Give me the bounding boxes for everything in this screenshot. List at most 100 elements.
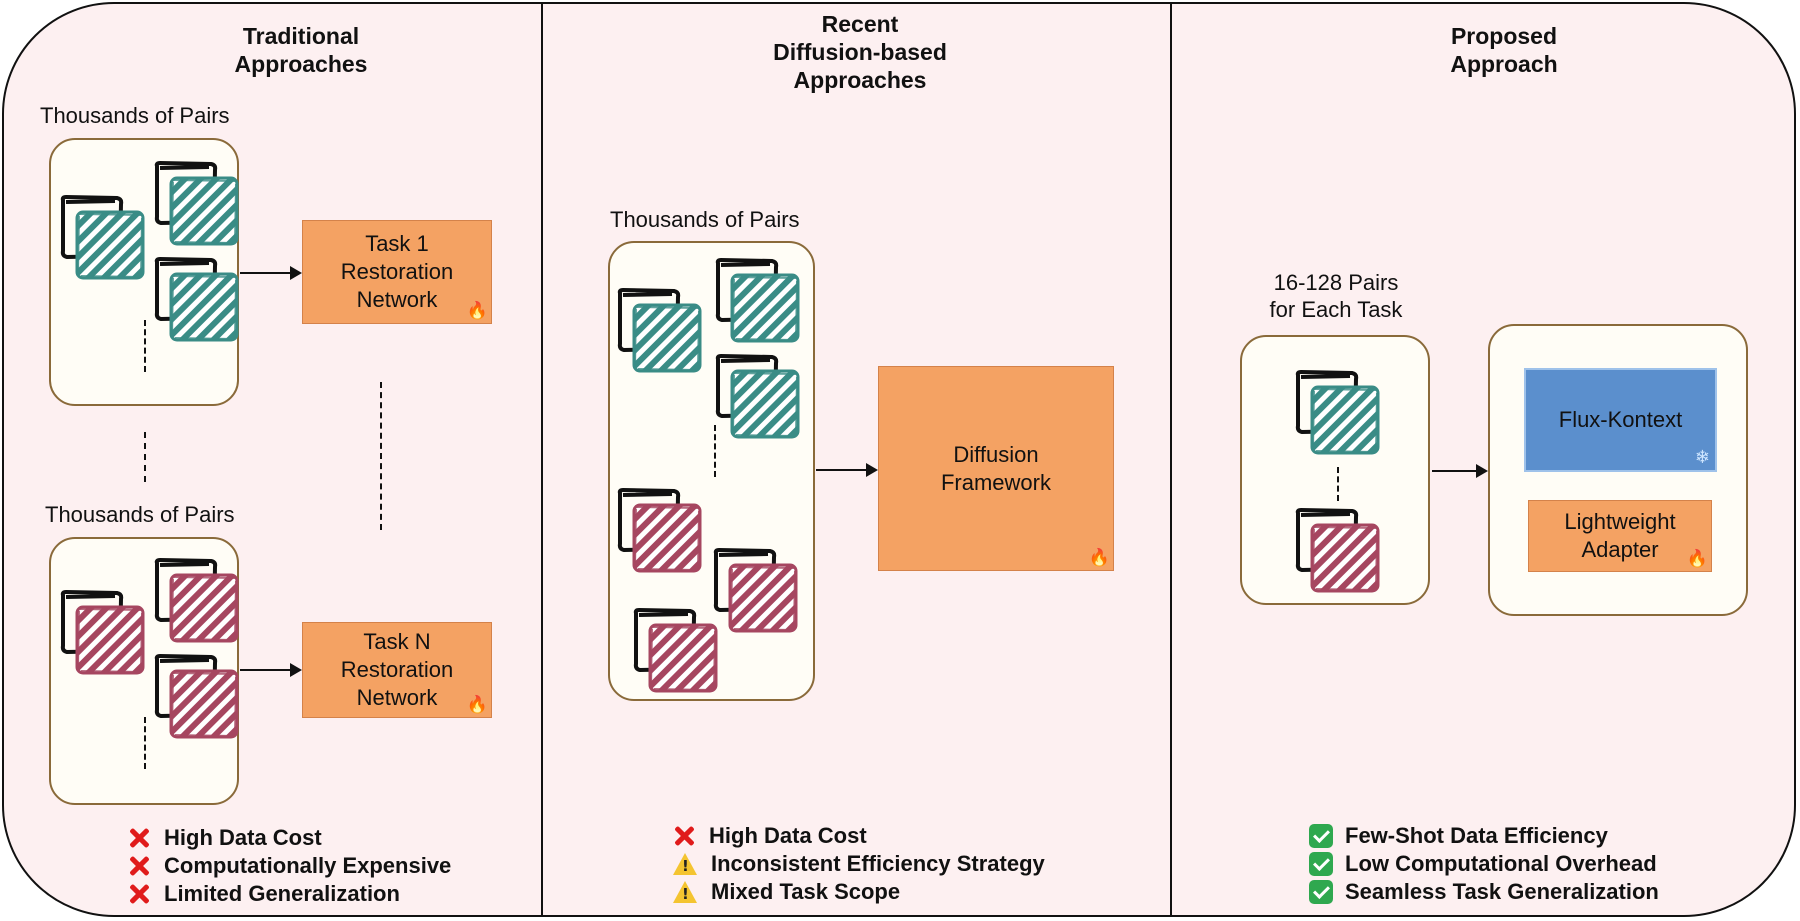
traditional-bottom-data-card bbox=[49, 537, 239, 805]
warning-icon bbox=[673, 881, 697, 903]
restored-image-square bbox=[1310, 385, 1380, 455]
snowflake-icon: ❄ bbox=[1694, 447, 1710, 467]
restored-image-square bbox=[75, 210, 145, 280]
sketch-outline bbox=[1312, 526, 1378, 591]
traditional-bottom-pairs-label: Thousands of Pairs bbox=[45, 502, 235, 527]
bullet-item: High Data Cost bbox=[126, 824, 451, 852]
flux-kontext-box: Flux-Kontext ❄ bbox=[1524, 368, 1717, 472]
check-icon bbox=[1309, 824, 1333, 848]
restored-image-square bbox=[1310, 523, 1380, 593]
check-icon bbox=[1309, 880, 1333, 904]
bullet-item: Few-Shot Data Efficiency bbox=[1309, 822, 1659, 850]
bullet-item: Limited Generalization bbox=[126, 880, 451, 908]
restored-image-square bbox=[169, 573, 239, 643]
traditional-top-data-card bbox=[49, 138, 239, 406]
bullet-item: Seamless Task Generalization bbox=[1309, 878, 1659, 906]
warning-icon bbox=[673, 853, 697, 875]
proposed-title: Proposed Approach bbox=[1450, 23, 1558, 77]
image-pair bbox=[1295, 370, 1380, 455]
taskN-network-box: Task N Restoration Network 🔥 bbox=[302, 622, 492, 718]
diffusion-framework-label: Diffusion Framework bbox=[940, 441, 1051, 495]
taskN-network-label: Task N Restoration Network bbox=[340, 629, 454, 710]
sketch-outline bbox=[171, 576, 237, 641]
image-pair bbox=[617, 288, 702, 373]
restored-image-square bbox=[632, 503, 702, 573]
sketch-outline bbox=[730, 566, 796, 631]
restored-image-square bbox=[648, 623, 718, 693]
flux-kontext-label: Flux-Kontext bbox=[1558, 407, 1683, 432]
bullet-item: High Data Cost bbox=[671, 822, 1045, 850]
flame-icon: 🔥 bbox=[466, 301, 488, 320]
restored-image-square bbox=[169, 176, 239, 246]
cross-icon bbox=[126, 853, 152, 879]
image-pair bbox=[154, 257, 239, 342]
sketch-outline bbox=[77, 608, 143, 673]
sketch-outline bbox=[650, 626, 716, 691]
traditional-top-pairs-label: Thousands of Pairs bbox=[40, 103, 230, 128]
diffusion-data-card bbox=[608, 241, 815, 701]
image-pair bbox=[633, 608, 718, 693]
panel-divider-right bbox=[1170, 4, 1172, 915]
ellipsis-dashed-line bbox=[144, 320, 146, 372]
lightweight-adapter-box: Lightweight Adapter 🔥 bbox=[1528, 500, 1712, 572]
bullet-item: Mixed Task Scope bbox=[671, 878, 1045, 906]
restored-image-square bbox=[169, 272, 239, 342]
image-pair bbox=[60, 195, 145, 280]
sketch-outline bbox=[634, 506, 700, 571]
bullet-item: Computationally Expensive bbox=[126, 852, 451, 880]
image-pair bbox=[715, 258, 800, 343]
cross-icon bbox=[126, 825, 152, 851]
cross-icon bbox=[126, 881, 152, 907]
sketch-outline bbox=[634, 306, 700, 371]
ellipsis-dashed-line bbox=[714, 425, 716, 477]
task1-network-box: Task 1 Restoration Network 🔥 bbox=[302, 220, 492, 324]
sketch-outline bbox=[732, 276, 798, 341]
bullet-item: Inconsistent Efficiency Strategy bbox=[671, 850, 1045, 878]
bullet-item: Low Computational Overhead bbox=[1309, 850, 1659, 878]
image-pair bbox=[60, 590, 145, 675]
arrow-to-taskN bbox=[240, 663, 302, 677]
diffusion-title: Recent Diffusion-based Approaches bbox=[773, 11, 947, 93]
sketch-outline bbox=[171, 672, 237, 737]
image-pair bbox=[715, 354, 800, 439]
task1-network-label: Task 1 Restoration Network bbox=[340, 231, 454, 312]
flame-icon: 🔥 bbox=[1088, 548, 1110, 567]
image-pair bbox=[154, 161, 239, 246]
flame-icon: 🔥 bbox=[466, 695, 488, 714]
sketch-outline bbox=[732, 372, 798, 437]
restored-image-square bbox=[728, 563, 798, 633]
restored-image-square bbox=[730, 273, 800, 343]
ellipsis-dashed-line bbox=[1337, 467, 1339, 501]
restored-image-square bbox=[632, 303, 702, 373]
panel-divider-left bbox=[541, 4, 543, 915]
arrow-to-diffusion bbox=[816, 463, 878, 477]
arrow-to-proposed-model bbox=[1432, 464, 1488, 478]
proposed-bullets: Few-Shot Data Efficiency Low Computation… bbox=[1309, 822, 1659, 906]
traditional-bullets: High Data Cost Computationally Expensive… bbox=[126, 824, 451, 908]
image-pair bbox=[154, 654, 239, 739]
sketch-outline bbox=[1312, 388, 1378, 453]
sketch-outline bbox=[171, 179, 237, 244]
image-pair bbox=[617, 488, 702, 573]
proposed-model-card: Flux-Kontext ❄ Lightweight Adapter 🔥 bbox=[1488, 324, 1748, 616]
group-separator-dashed-line bbox=[144, 432, 146, 482]
image-pair bbox=[1295, 508, 1380, 593]
proposed-pairs-label: 16-128 Pairs for Each Task bbox=[1269, 270, 1403, 322]
lightweight-adapter-label: Lightweight Adapter bbox=[1564, 509, 1676, 562]
image-pair bbox=[713, 548, 798, 633]
diffusion-bullets: High Data Cost Inconsistent Efficiency S… bbox=[671, 822, 1045, 906]
diffusion-pairs-label: Thousands of Pairs bbox=[610, 207, 800, 232]
restored-image-square bbox=[730, 369, 800, 439]
cross-icon bbox=[671, 823, 697, 849]
diffusion-framework-box: Diffusion Framework 🔥 bbox=[878, 366, 1114, 571]
arrow-to-task1 bbox=[240, 266, 302, 280]
network-separator-dashed-line bbox=[380, 382, 382, 530]
restored-image-square bbox=[169, 669, 239, 739]
sketch-outline bbox=[171, 275, 237, 340]
sketch-outline bbox=[77, 213, 143, 278]
flame-icon: 🔥 bbox=[1686, 549, 1708, 568]
check-icon bbox=[1309, 852, 1333, 876]
proposed-data-card bbox=[1240, 335, 1430, 605]
image-pair bbox=[154, 558, 239, 643]
